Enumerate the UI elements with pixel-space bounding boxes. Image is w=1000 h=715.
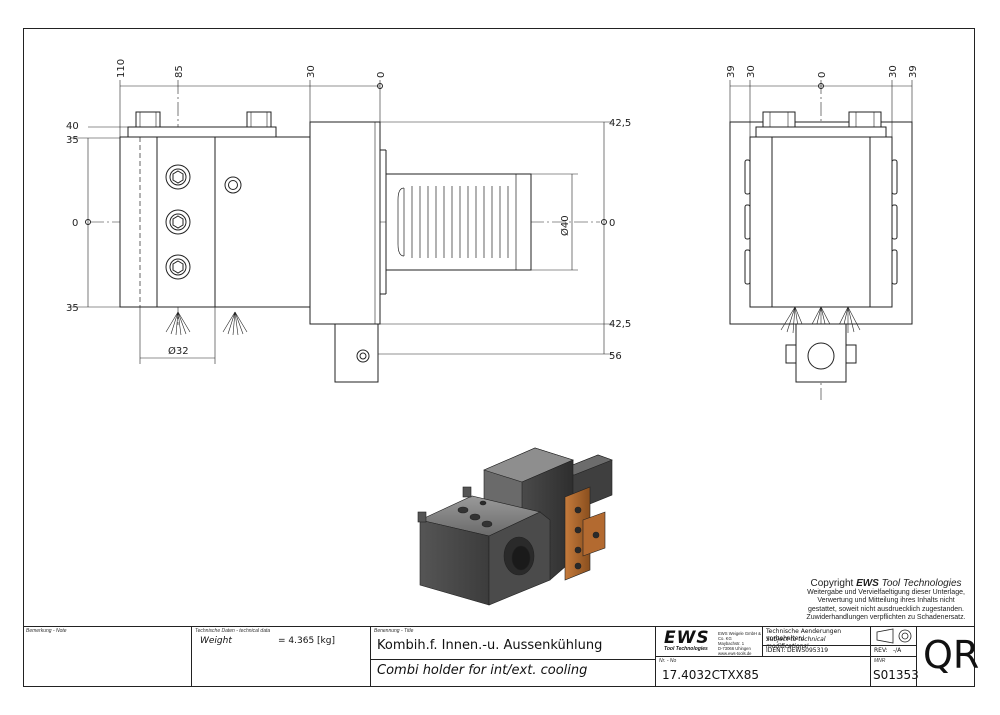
drawing-frame	[23, 28, 975, 687]
company-address: EWS Weigele GmbH & Co. KG Maybachstr. 1 …	[718, 631, 762, 656]
dim-42-5-bottom: 42,5	[609, 319, 631, 330]
dim-cooling-diameter: Ø32	[168, 345, 189, 357]
company-line: D-73066 Uhingen	[718, 646, 751, 651]
dim-42-5-top: 42,5	[609, 118, 631, 129]
technical-data-cell: Technische Daten - technical data Weight…	[191, 627, 370, 687]
part-number-cell: Nr. - No 17.4032CTXX85	[655, 656, 870, 687]
dim-0-right: 0	[609, 218, 615, 229]
weight-value: = 4.365 [kg]	[278, 636, 335, 646]
dim-30-right: 30	[888, 65, 899, 78]
dim-0-left: 0	[72, 218, 78, 229]
company-line: www.ews-tools.de	[718, 651, 752, 656]
copyright-heading: Copyright EWS Tool Technologies	[800, 578, 972, 589]
bolt-icon	[165, 164, 191, 190]
ident-cell: IDENT: DEWS095319	[762, 645, 870, 656]
dim-30-left: 30	[746, 65, 757, 78]
qr-label: QR	[923, 633, 980, 677]
dim-bore-diameter: Ø40	[559, 215, 571, 236]
revision-label: REV:	[874, 647, 888, 654]
copyright-line: gestattet, soweit nicht ausdruecklich zu…	[807, 605, 965, 613]
bolt-icon	[165, 254, 191, 280]
title-cell: Benennung - Title Kombih.f. Innen.-u. Au…	[370, 627, 656, 687]
dim-30: 30	[306, 65, 317, 78]
side-view	[729, 80, 913, 400]
copyright-line: Zuwiderhandlungen verpflichten zu Schade…	[806, 614, 966, 622]
title-block: Bemerkung - Note Technische Daten - tech…	[23, 626, 979, 687]
mnr-cell: MNR S01353	[870, 656, 919, 687]
copyright-line: Weitergabe und Vervielfaeltigung dieser …	[807, 589, 965, 596]
ident-value: DEWS095319	[787, 647, 829, 654]
isometric-view	[417, 447, 613, 606]
mnr-value: S01353	[873, 668, 919, 682]
revision-cell: REV: -/A	[870, 645, 916, 656]
title-caption: Benennung - Title	[374, 628, 414, 634]
projection-symbol-icon	[876, 628, 912, 644]
dim-56: 56	[609, 351, 622, 362]
dim-0-top: 0	[376, 72, 387, 78]
top-view	[70, 80, 612, 383]
coolant-port-icon	[224, 176, 242, 194]
part-number-caption: Nr. - No	[659, 658, 677, 664]
copyright-brand: EWS	[856, 578, 879, 589]
company-cell: EWS Tool Technologies EWS Weigele GmbH &…	[655, 627, 762, 656]
bolt-icon	[165, 209, 191, 235]
change-notice-german: Technische Aenderungen vorbehalten!	[766, 628, 842, 642]
ews-logo: EWS Tool Technologies	[664, 628, 714, 653]
qr-cell: QR	[916, 627, 979, 687]
dim-35-left-bottom: 35	[66, 303, 79, 314]
mnr-caption: MNR	[874, 658, 886, 664]
dim-110: 110	[116, 59, 127, 78]
company-line: EWS Weigele GmbH & Co. KG	[718, 631, 761, 641]
dim-35-left-top: 35	[66, 135, 79, 146]
dim-39-right: 39	[908, 65, 919, 78]
copyright-line: Verwertung und Mitteilung ihres Inhalts …	[817, 597, 955, 605]
dim-39-left: 39	[726, 65, 737, 78]
copyright-notice: Copyright EWS Tool Technologies Weiterga…	[800, 578, 972, 623]
revision-value: -/A	[893, 647, 902, 654]
dim-40-left: 40	[66, 121, 79, 132]
change-notice-cell: Technische Aenderungen vorbehalten! Subj…	[762, 627, 870, 650]
weight-label: Weight	[200, 636, 232, 646]
dim-85: 85	[174, 65, 185, 78]
serration-pattern	[397, 186, 509, 258]
logo-subtitle: Tool Technologies	[664, 646, 708, 652]
copyright-suffix: Tool Technologies	[878, 578, 962, 589]
remark-cell: Bemerkung - Note	[23, 627, 191, 687]
projection-cell	[870, 627, 916, 645]
title-english: Combi holder for int/ext. cooling	[377, 663, 588, 678]
coolant-spray-icon	[222, 311, 248, 336]
change-notice-english: Subject to technical modifications!	[766, 636, 826, 650]
coolant-spray-icon	[165, 311, 191, 336]
dim-0-side: 0	[817, 72, 828, 78]
ident-label: IDENT:	[766, 647, 786, 654]
company-line: Maybachstr. 1	[718, 641, 745, 646]
logo-brand: EWS	[664, 628, 710, 648]
title-german: Kombih.f. Innen.-u. Aussenkühlung	[377, 638, 603, 653]
remark-caption: Bemerkung - Note	[26, 628, 67, 634]
part-number: 17.4032CTXX85	[662, 668, 760, 682]
copyright-prefix: Copyright	[810, 578, 857, 589]
technical-data-caption: Technische Daten - technical data	[195, 628, 271, 634]
